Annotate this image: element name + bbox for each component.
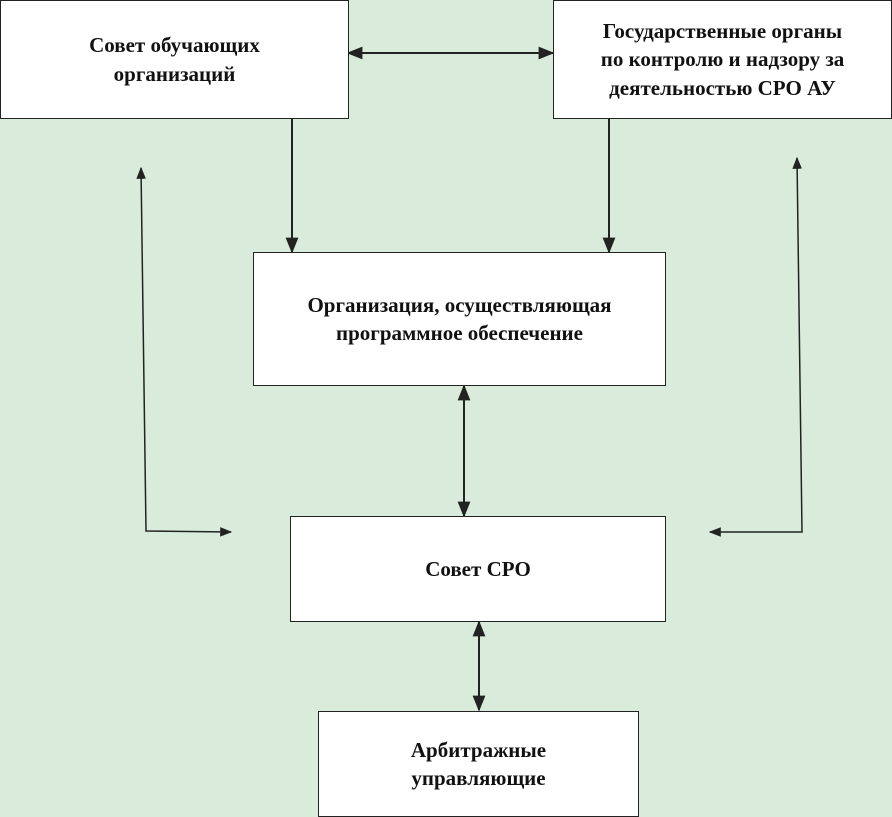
node-state-bodies-line-1: Государственные органы	[602, 18, 843, 43]
node-software-org-line-1: Организация, осуществляющая	[307, 292, 612, 317]
node-arbitration-managers-line-2: управляющие	[411, 766, 546, 790]
arrow-left-loop	[136, 166, 233, 537]
node-training-council-line-1: Совет обучающих	[89, 33, 260, 58]
node-state-bodies-line-3: деятельностью СРО АУ	[609, 75, 836, 100]
node-arbitration-managers-line-1: Арбитражные	[410, 737, 547, 762]
node-training-council-line-2: организаций	[113, 61, 236, 86]
node-software-org: Организация, осуществляющая программное …	[253, 252, 666, 386]
node-sro-council-line-1: Совет СРО	[425, 556, 531, 581]
node-software-org-line-2: программное обеспечение	[336, 321, 583, 345]
node-state-bodies-line-2: по контролю и надзору за	[600, 47, 845, 72]
node-arbitration-managers: Арбитражные управляющие	[318, 711, 639, 817]
node-training-council: Совет обучающих организаций	[0, 0, 349, 119]
arrow-right-loop	[708, 156, 803, 537]
node-sro-council: Совет СРО	[290, 516, 666, 622]
node-state-bodies: Государственные органы по контролю и над…	[553, 0, 892, 119]
